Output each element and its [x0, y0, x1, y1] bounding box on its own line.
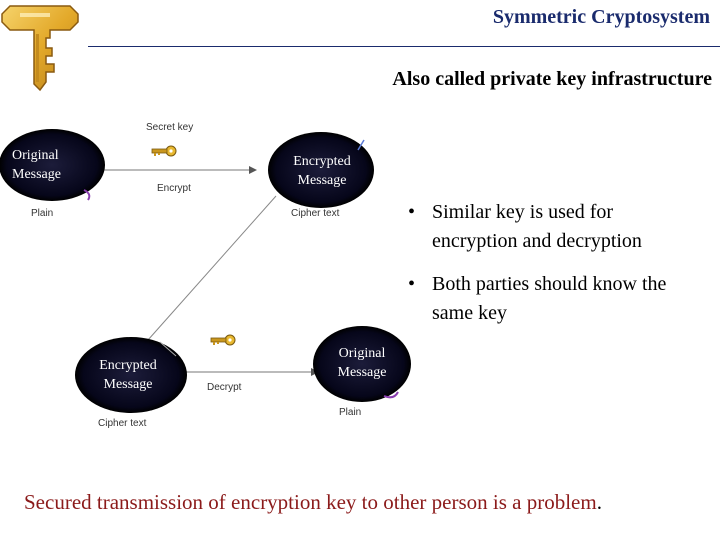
footer-text: Secured transmission of encryption key t… [24, 490, 597, 514]
encrypt-label: Encrypt [157, 183, 191, 194]
bottom-target-bubble-text: Original Message [312, 344, 412, 382]
top-source-line1: Original [12, 148, 59, 163]
top-target-bubble-text: Encrypted Message [272, 152, 372, 190]
top-target-line2: Message [297, 173, 347, 188]
bottom-source-line1: Encrypted [99, 358, 157, 373]
secret-key-label: Secret key [146, 122, 194, 133]
plain-message-bubble-bottom [313, 326, 411, 402]
secret-key-icon-bottom [210, 334, 236, 346]
top-plain-caption: Plain [31, 208, 54, 219]
title-underline [88, 46, 720, 47]
plain-message-bubble-top [0, 129, 105, 201]
top-cipher-caption: Cipher text [291, 208, 340, 219]
bottom-cipher-caption: Cipher text [98, 418, 147, 429]
slide-title: Symmetric Cryptosystem [492, 6, 710, 28]
bullet-1-line2: encryption and decryption [432, 230, 642, 252]
bullet-item-1: • Similar key is used for encryption and… [408, 198, 720, 256]
bottom-target-line1: Original [338, 346, 386, 361]
bullet-2-line1: Both parties should know the [432, 273, 667, 295]
top-source-line2: Message [12, 167, 61, 182]
bullet-1-line1: Similar key is used for [432, 201, 614, 223]
secret-key-icon-top [151, 145, 177, 157]
bullet-icon: • [408, 273, 416, 295]
bottom-source-bubble-text: Encrypted Message [78, 356, 178, 394]
top-source-bubble-text: Original Message [12, 146, 92, 184]
bottom-plain-caption: Plain [339, 407, 362, 418]
decrypt-label: Decrypt [207, 382, 242, 393]
bullet-2-line2: same key [432, 302, 507, 324]
cipher-message-bubble-top [268, 132, 374, 208]
footer-period: . [596, 490, 602, 514]
bottom-target-line2: Message [337, 365, 387, 380]
footer-note: Secured transmission of encryption key t… [24, 490, 602, 515]
bottom-source-line2: Message [103, 377, 153, 392]
key-logo-icon [1, 5, 79, 92]
cipher-message-bubble-bottom [75, 337, 187, 413]
diagonal-connector [147, 195, 277, 341]
top-target-line1: Encrypted [293, 154, 351, 169]
bullet-item-2: • Both parties should know the same key [408, 270, 720, 328]
slide-subtitle: Also called private key infrastructure [392, 68, 712, 90]
bullet-icon: • [408, 201, 416, 223]
